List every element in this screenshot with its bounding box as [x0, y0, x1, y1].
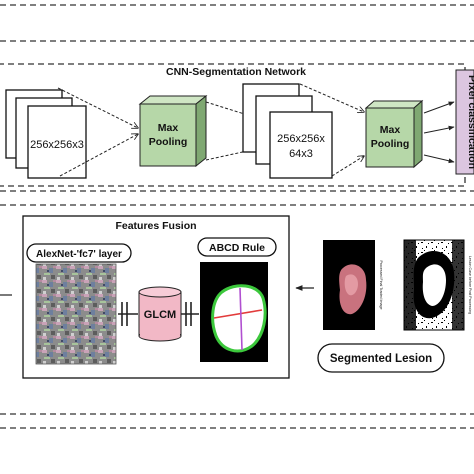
pool1-label-line2: Pooling	[149, 136, 188, 148]
cnn-title: CNN-Segmentation Network	[166, 66, 306, 78]
lesion-postprocess-image	[403, 239, 465, 331]
glcm-label: GLCM	[144, 309, 176, 321]
feature-dims-line2: 64x3	[289, 148, 313, 160]
cnn-section-box	[0, 63, 466, 187]
segmented-lesion-pill	[317, 343, 445, 373]
pool1-label-line1: Max	[158, 122, 179, 134]
processed-lesion-image	[323, 240, 375, 330]
pixel-classification-label: Pixel classification	[466, 75, 474, 169]
abcd-label-pill	[197, 237, 277, 257]
max-pooling-1	[138, 94, 208, 168]
pixel-classification-box	[455, 69, 474, 175]
alexnet-label: AlexNet-'fc7' layer	[36, 249, 122, 260]
pool2-label-line2: Pooling	[371, 138, 410, 150]
glcm-connectors	[118, 302, 199, 326]
processed-image-caption: Processed Final Traded Image	[379, 261, 383, 310]
section-dividers	[0, 4, 474, 429]
segmented-lesion-label: Segmented Lesion	[330, 353, 432, 365]
abcd-lesion-image	[200, 262, 268, 362]
feature-dims-line1: 256x256x	[277, 133, 325, 145]
fusion-title: Features Fusion	[115, 220, 196, 232]
pool2-label-line1: Max	[380, 124, 401, 136]
arrows-pool2-to-classifier	[423, 101, 455, 164]
max-pooling-2	[364, 99, 424, 169]
alexnet-label-pill	[26, 243, 132, 263]
feature-map-stack	[242, 83, 333, 179]
glcm-cylinder	[138, 286, 182, 342]
input-image-stack	[5, 89, 87, 179]
postprocess-image-caption: Lesion Case before Post Processing	[468, 256, 472, 314]
input-dims-label: 256x256x3	[30, 139, 84, 151]
alexnet-feature-image	[35, 263, 117, 365]
abcd-label: ABCD Rule	[209, 242, 265, 254]
arrows-features-to-pool2	[299, 83, 364, 177]
